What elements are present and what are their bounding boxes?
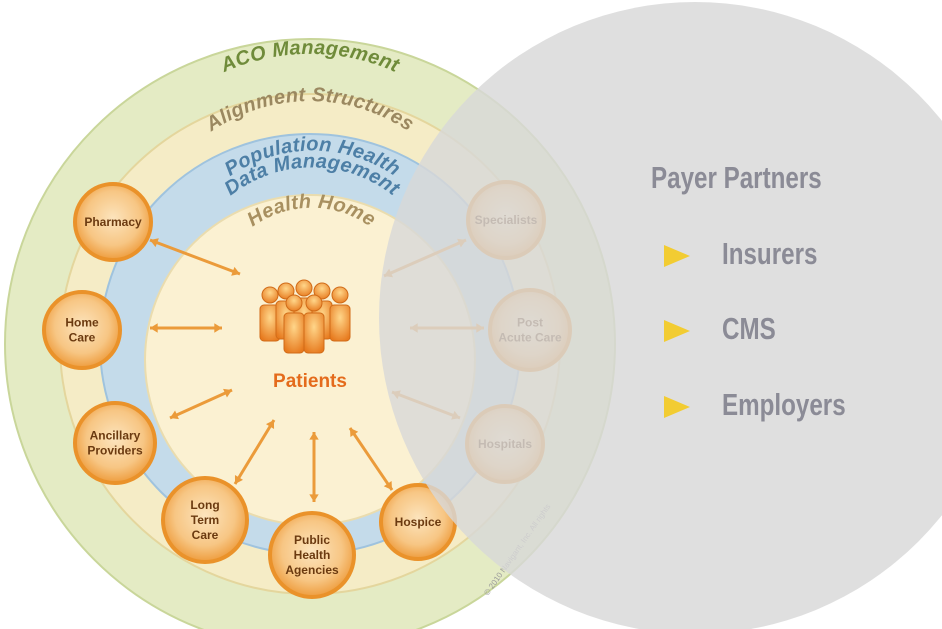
arrow-head (265, 420, 275, 429)
payer-item-employers: Employers (722, 387, 846, 422)
patients-icon (259, 279, 351, 354)
arrow-head (350, 428, 359, 437)
node-label: Term (191, 513, 219, 527)
node-label: Public (294, 533, 330, 547)
node-label: Home (65, 316, 99, 330)
arrow-ancillary-providers (169, 388, 233, 420)
arrow-head (223, 388, 232, 398)
arrow-head (214, 323, 222, 333)
bullet-arrow-icon (664, 245, 690, 267)
patients-label: Patients (273, 371, 347, 392)
node-label: Health (294, 548, 331, 562)
node-label: Long (190, 498, 219, 512)
arrow-head (309, 494, 319, 502)
bullet-arrow-icon (664, 320, 690, 342)
arrow-hospice (348, 427, 394, 491)
node-hospice: Hospice (379, 483, 457, 561)
node-circle (161, 476, 249, 564)
arrow-pharmacy (149, 238, 241, 276)
node-circle (42, 290, 122, 370)
arrow-head (309, 432, 319, 440)
bullet-arrow-icon (664, 396, 690, 418)
node-label: Agencies (285, 563, 339, 577)
node-label: Pharmacy (84, 215, 142, 229)
node-label: Care (69, 331, 96, 345)
arrow-head (170, 410, 179, 420)
arrow-head (234, 475, 244, 484)
node-label: Care (192, 528, 219, 542)
node-circle (268, 511, 356, 599)
node-pharmacy: Pharmacy (73, 182, 153, 262)
node-label: Hospice (395, 515, 442, 529)
arrow-head (383, 481, 392, 490)
payer-item-cms: CMS (722, 311, 776, 346)
node-circle (73, 182, 153, 262)
payer-partners-title: Payer Partners (651, 160, 822, 195)
node-circle (73, 401, 157, 485)
payer-partners-circle (379, 2, 942, 629)
arrow-long-term-care (233, 419, 276, 485)
arrow-head (150, 323, 158, 333)
arrow-head (150, 238, 159, 248)
payer-item-insurers: Insurers (722, 236, 818, 271)
arrow-head (231, 266, 240, 276)
node-label: Providers (87, 444, 143, 458)
node-label: Ancillary (90, 429, 141, 443)
